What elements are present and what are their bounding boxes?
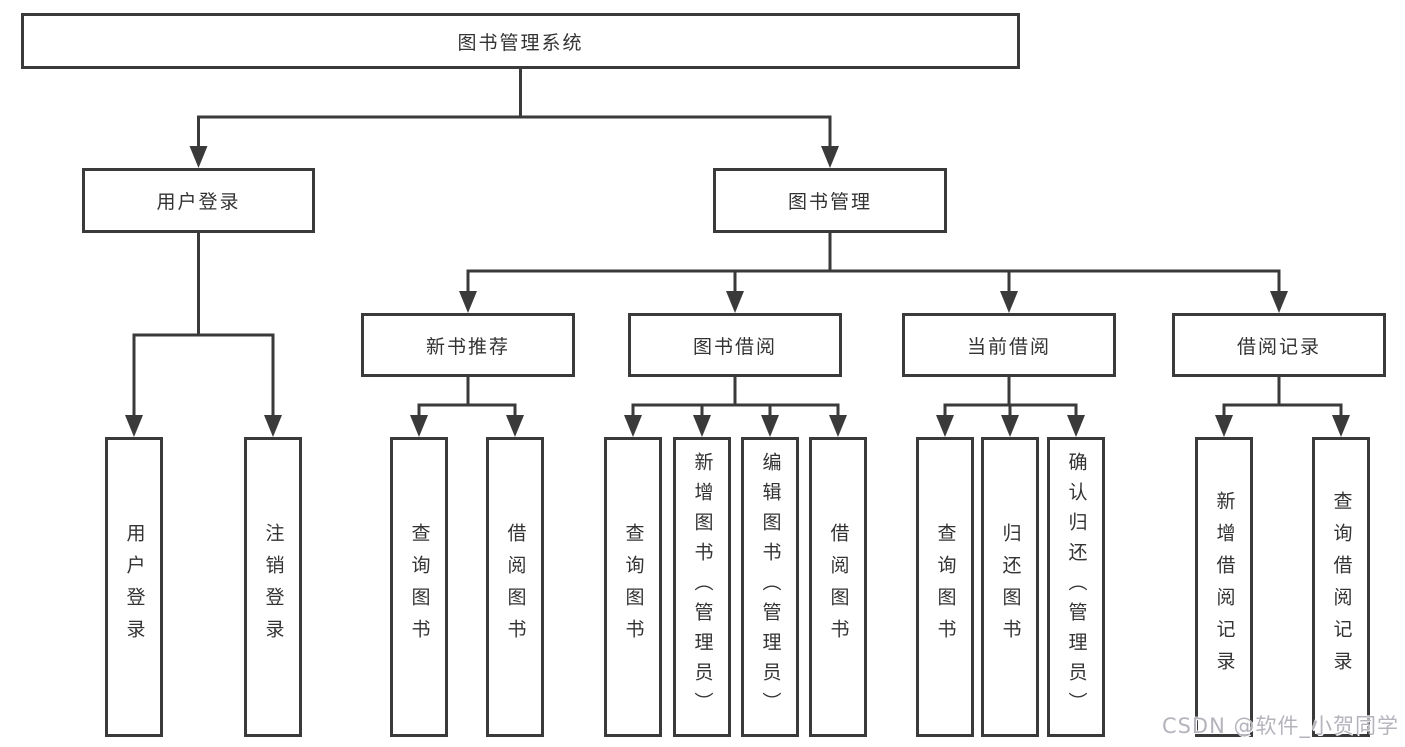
node-records-query-record: 查询借阅记录 bbox=[1312, 437, 1370, 737]
node-new-book-recommendation: 新书推荐 bbox=[361, 313, 575, 377]
node-borrow-borrow-books: 借阅图书 bbox=[809, 437, 867, 737]
node-book-management: 图书管理 bbox=[713, 168, 947, 233]
node-borrow-edit-books-admin-label: 编辑图书（管理员） bbox=[759, 452, 782, 722]
csdn-watermark: CSDN @软件_小贺同学 bbox=[1161, 714, 1399, 738]
node-logout: 注销登录 bbox=[244, 437, 302, 737]
node-logout-label: 注销登录 bbox=[262, 523, 285, 651]
node-borrow-edit-books-admin: 编辑图书（管理员） bbox=[741, 437, 799, 737]
node-records-add-record-label: 新增借阅记录 bbox=[1213, 491, 1236, 683]
node-current-confirm-return-admin: 确认归还（管理员） bbox=[1047, 437, 1105, 737]
node-new-book-recommendation-label: 新书推荐 bbox=[425, 335, 510, 358]
node-book-management-label: 图书管理 bbox=[787, 191, 872, 213]
node-borrow-add-books-admin-label: 新增图书（管理员） bbox=[691, 452, 714, 722]
node-borrow-query-books: 查询图书 bbox=[604, 437, 662, 737]
node-user-login-label: 用户登录 bbox=[123, 523, 146, 651]
node-user-login: 用户登录 bbox=[105, 437, 163, 737]
node-borrowing-records: 借阅记录 bbox=[1172, 313, 1386, 377]
node-root-label: 图书管理系统 bbox=[457, 31, 584, 54]
node-records-add-record: 新增借阅记录 bbox=[1195, 437, 1253, 737]
node-root: 图书管理系统 bbox=[21, 13, 1020, 69]
node-borrow-add-books-admin: 新增图书（管理员） bbox=[673, 437, 731, 737]
node-recommend-borrow-books-label: 借阅图书 bbox=[504, 523, 527, 651]
node-recommend-query-books-label: 查询图书 bbox=[408, 523, 431, 651]
node-records-query-record-label: 查询借阅记录 bbox=[1330, 491, 1353, 683]
node-borrow-borrow-books-label: 借阅图书 bbox=[827, 523, 850, 651]
node-book-borrowing-label: 图书借阅 bbox=[692, 335, 777, 358]
node-current-borrowing-label: 当前借阅 bbox=[966, 335, 1051, 358]
node-current-query-books: 查询图书 bbox=[916, 437, 974, 737]
node-borrowing-records-label: 借阅记录 bbox=[1236, 335, 1321, 358]
node-book-borrowing: 图书借阅 bbox=[628, 313, 842, 377]
node-user-login-module-label: 用户登录 bbox=[156, 191, 241, 213]
node-borrow-query-books-label: 查询图书 bbox=[622, 523, 645, 651]
node-recommend-borrow-books: 借阅图书 bbox=[486, 437, 544, 737]
node-recommend-query-books: 查询图书 bbox=[390, 437, 448, 737]
node-current-return-books: 归还图书 bbox=[981, 437, 1039, 737]
node-current-return-books-label: 归还图书 bbox=[999, 523, 1022, 651]
node-current-borrowing: 当前借阅 bbox=[902, 313, 1116, 377]
node-current-query-books-label: 查询图书 bbox=[934, 523, 957, 651]
node-current-confirm-return-admin-label: 确认归还（管理员） bbox=[1065, 452, 1088, 722]
node-user-login-module: 用户登录 bbox=[82, 168, 315, 233]
